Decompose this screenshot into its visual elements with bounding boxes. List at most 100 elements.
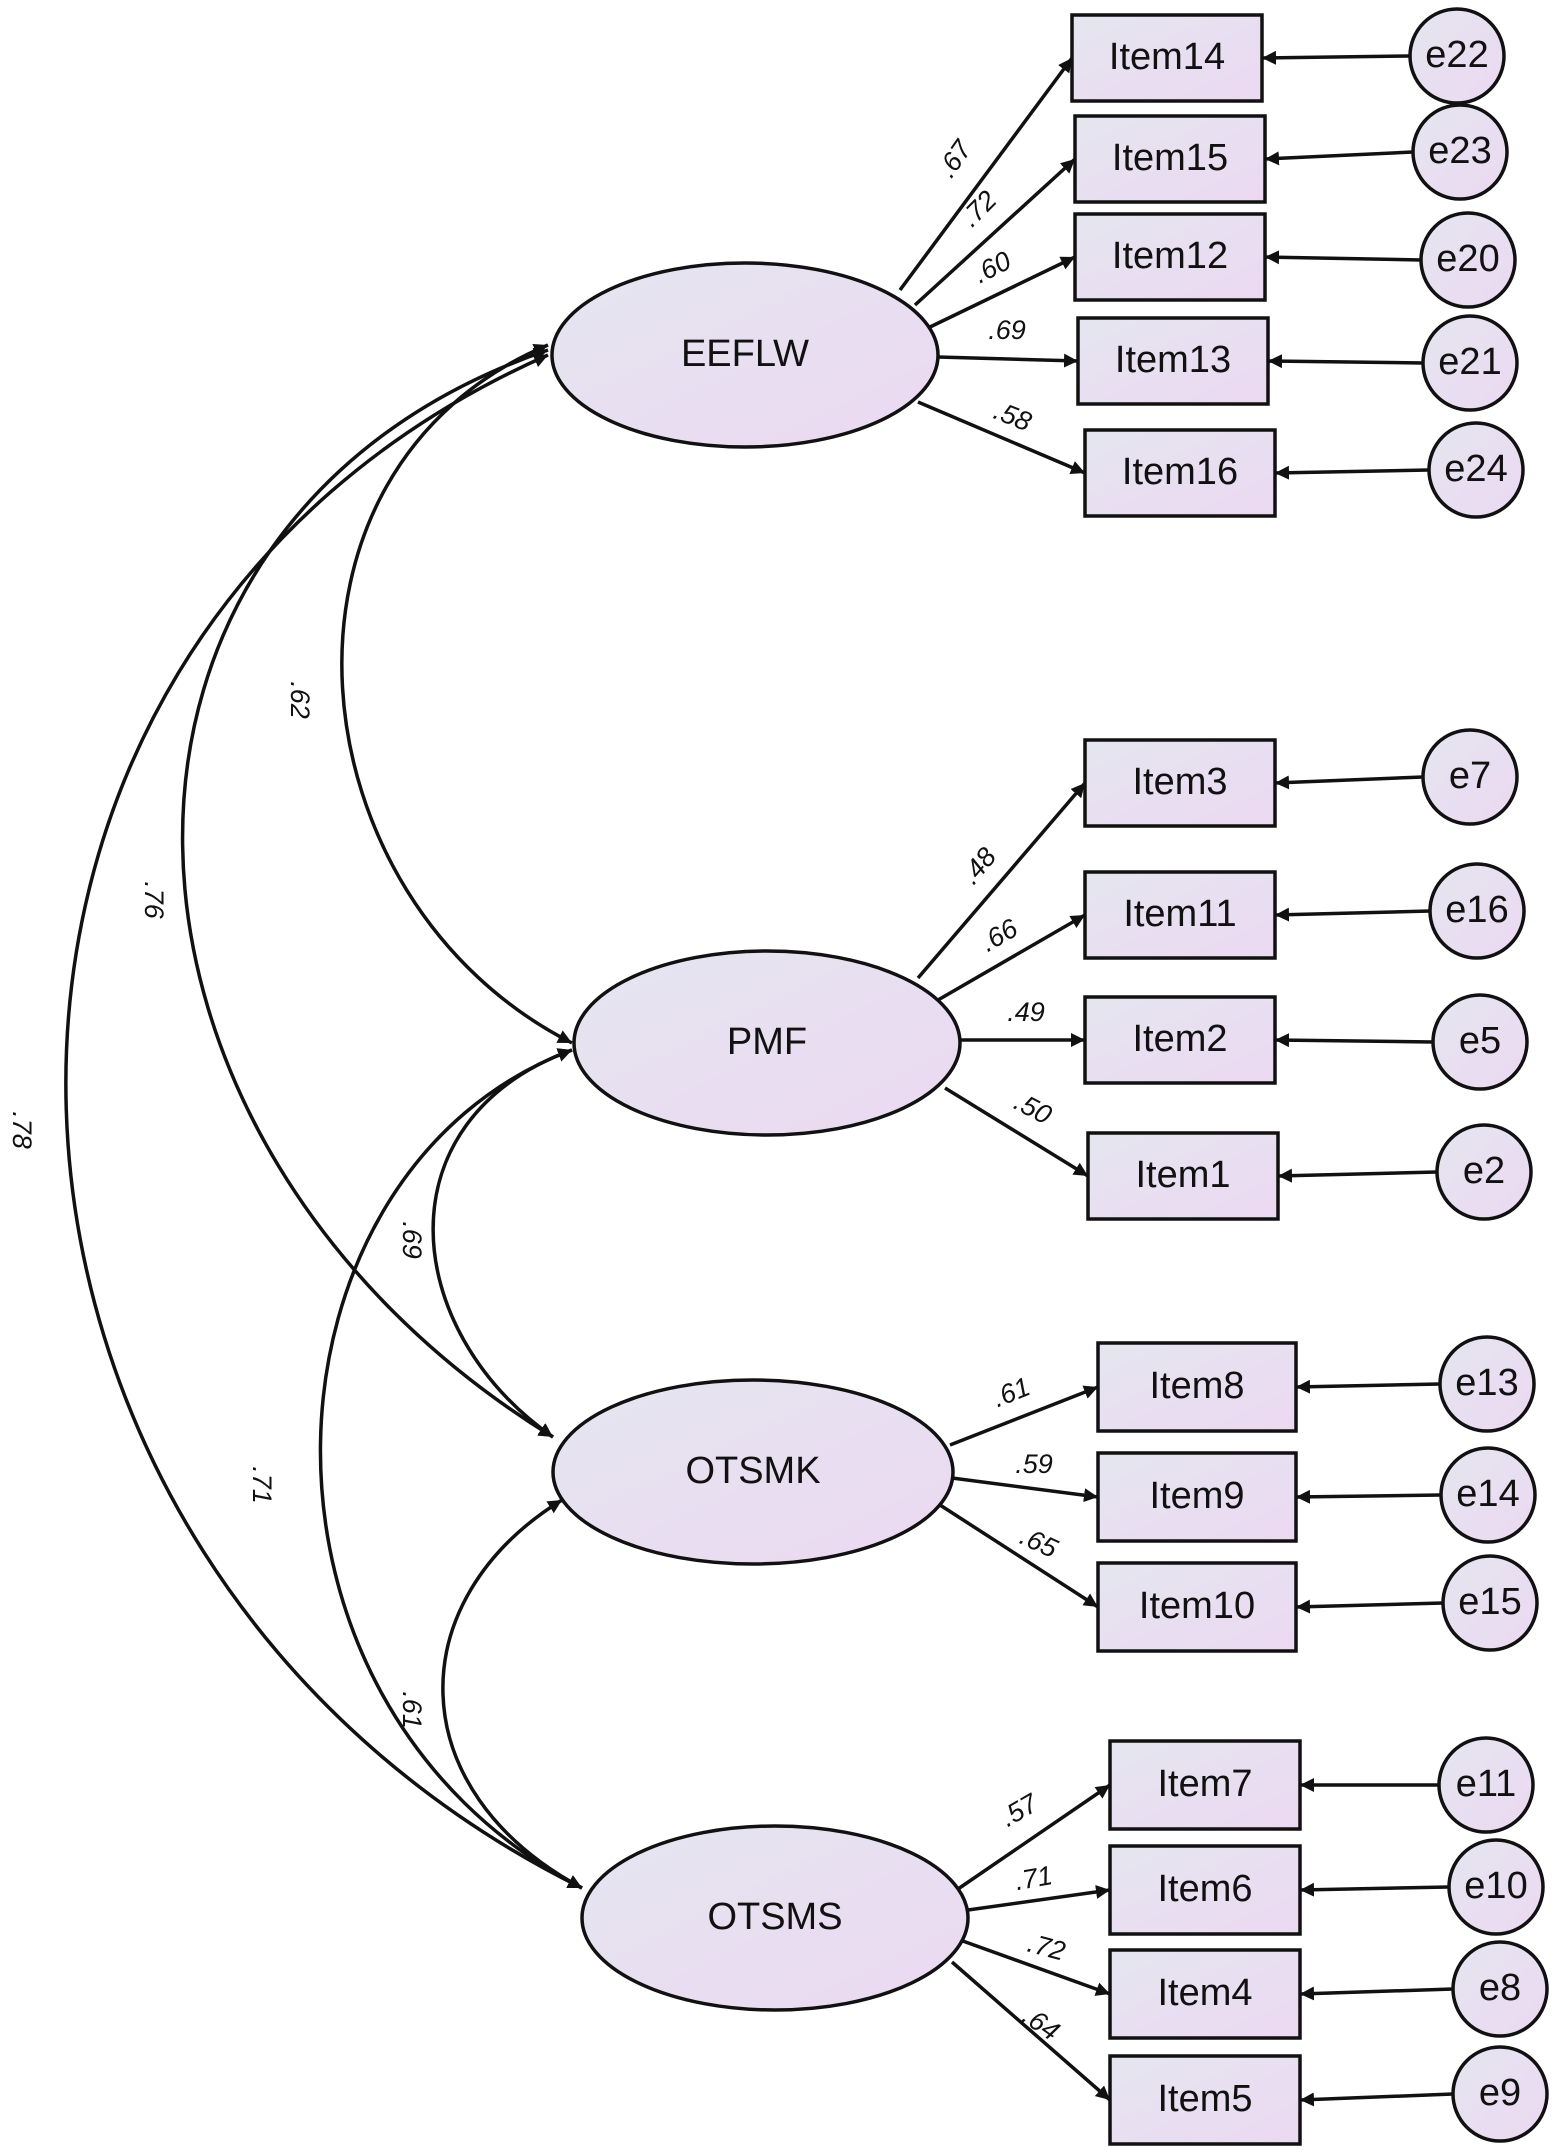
latent-label: EEFLW bbox=[681, 333, 809, 375]
error-path-e7 bbox=[1274, 775, 1424, 790]
error-path-e2 bbox=[1277, 1168, 1438, 1183]
correlation-label-pmf-otsms: .71 bbox=[247, 1466, 277, 1504]
error-circle bbox=[1451, 1940, 1549, 2038]
error-label: e10 bbox=[1464, 1865, 1527, 1907]
latent-ellipse bbox=[551, 1378, 955, 1566]
latent-label: OTSMK bbox=[685, 1450, 820, 1492]
item-box-item2: Item2 bbox=[1083, 995, 1277, 1085]
error-node-e21: e21 bbox=[1421, 314, 1519, 412]
item-rect bbox=[1070, 13, 1264, 103]
item-rect bbox=[1096, 1561, 1298, 1653]
loading-path-item16 bbox=[917, 400, 1086, 475]
item-box-item12: Item12 bbox=[1073, 212, 1267, 302]
error-circle bbox=[1408, 7, 1506, 105]
error-node-e16: e16 bbox=[1428, 862, 1526, 960]
error-label: e23 bbox=[1428, 130, 1491, 172]
item-label: Item7 bbox=[1157, 1763, 1252, 1805]
error-label: e8 bbox=[1479, 1967, 1521, 2009]
error-label: e22 bbox=[1425, 34, 1488, 76]
error-circle bbox=[1447, 1838, 1545, 1936]
error-node-e20: e20 bbox=[1419, 211, 1517, 309]
error-path-e20 bbox=[1264, 250, 1422, 265]
loading-path-item9 bbox=[951, 1476, 1099, 1503]
loading-label-item15: .72 bbox=[955, 185, 1003, 233]
item-rect bbox=[1086, 1131, 1280, 1221]
item-label: Item11 bbox=[1123, 893, 1236, 935]
error-path-e13 bbox=[1295, 1379, 1441, 1394]
item-box-item15: Item15 bbox=[1073, 114, 1267, 204]
item-label: Item1 bbox=[1135, 1154, 1230, 1196]
item-box-item5: Item5 bbox=[1108, 2054, 1302, 2146]
error-node-e5: e5 bbox=[1431, 993, 1529, 1091]
correlation-pmf-otsms bbox=[318, 1048, 583, 1890]
item-box-item7: Item7 bbox=[1108, 1739, 1302, 1831]
loading-path-item12 bbox=[929, 255, 1076, 329]
error-path-e8 bbox=[1299, 1986, 1454, 2001]
item-box-item9: Item9 bbox=[1096, 1451, 1298, 1543]
error-circle bbox=[1437, 1736, 1535, 1834]
correlation-eeflw-otsms bbox=[64, 353, 583, 1890]
error-circle bbox=[1421, 728, 1519, 826]
correlation-label-eeflw-otsmk: .76 bbox=[139, 881, 169, 920]
error-path-e14 bbox=[1295, 1489, 1442, 1504]
loading-label-item4: .72 bbox=[1024, 1928, 1068, 1967]
error-node-e2: e2 bbox=[1435, 1123, 1533, 1221]
item-rect bbox=[1073, 114, 1267, 204]
item-rect bbox=[1096, 1341, 1298, 1433]
latent-otsmk: OTSMK bbox=[551, 1378, 955, 1566]
error-circle bbox=[1428, 862, 1526, 960]
loading-label-item11: .66 bbox=[975, 913, 1023, 958]
correlation-otsmk-otsms bbox=[441, 1498, 583, 1890]
error-circle bbox=[1431, 993, 1529, 1091]
loading-path-item7 bbox=[957, 1783, 1111, 1891]
item-box-item16: Item16 bbox=[1083, 428, 1277, 518]
item-label: Item4 bbox=[1157, 1972, 1252, 2014]
error-path-e9 bbox=[1299, 2092, 1454, 2107]
error-label: e15 bbox=[1458, 1581, 1521, 1623]
loading-path-item10 bbox=[939, 1503, 1099, 1609]
loading-path-item5 bbox=[950, 1960, 1112, 2102]
loading-path-item13 bbox=[937, 353, 1079, 368]
latent-label: PMF bbox=[727, 1021, 807, 1063]
loading-path-item8 bbox=[949, 1385, 1099, 1447]
item-rect bbox=[1083, 428, 1277, 518]
item-rect bbox=[1083, 870, 1277, 960]
correlation-label-otsmk-otsms: .61 bbox=[397, 1691, 427, 1729]
latent-label: OTSMS bbox=[707, 1896, 842, 1938]
error-node-e11: e11 bbox=[1437, 1736, 1535, 1834]
error-circle bbox=[1421, 314, 1519, 412]
loading-path-item6 bbox=[967, 1885, 1111, 1912]
item-rect bbox=[1108, 1844, 1302, 1936]
error-label: e13 bbox=[1455, 1362, 1518, 1404]
error-path-e24 bbox=[1274, 465, 1430, 480]
error-node-e7: e7 bbox=[1421, 728, 1519, 826]
item-label: Item9 bbox=[1149, 1475, 1244, 1517]
error-label: e7 bbox=[1449, 755, 1491, 797]
item-label: Item16 bbox=[1122, 451, 1238, 493]
item-label: Item13 bbox=[1115, 339, 1231, 381]
item-label: Item14 bbox=[1109, 36, 1225, 78]
item-box-item6: Item6 bbox=[1108, 1844, 1302, 1936]
error-label: e2 bbox=[1463, 1150, 1505, 1192]
error-circle bbox=[1441, 1554, 1539, 1652]
loading-path-item3 bbox=[916, 781, 1087, 980]
error-circle bbox=[1419, 211, 1517, 309]
item-label: Item15 bbox=[1112, 137, 1228, 179]
loading-label-item7: .57 bbox=[995, 1788, 1043, 1833]
loading-label-item2: .49 bbox=[1007, 997, 1045, 1027]
correlation-eeflw-pmf bbox=[340, 343, 573, 1045]
error-node-e10: e10 bbox=[1447, 1838, 1545, 1936]
item-box-item3: Item3 bbox=[1083, 738, 1277, 828]
error-label: e24 bbox=[1444, 448, 1507, 490]
item-box-item8: Item8 bbox=[1096, 1341, 1298, 1433]
correlation-pmf-otsmk bbox=[431, 1048, 573, 1439]
item-label: Item2 bbox=[1132, 1018, 1227, 1060]
error-node-e8: e8 bbox=[1451, 1940, 1549, 2038]
loading-label-item13: .69 bbox=[988, 315, 1026, 345]
error-node-e22: e22 bbox=[1408, 7, 1506, 105]
correlation-label-pmf-otsmk: .69 bbox=[397, 1221, 427, 1259]
loading-label-item12: .60 bbox=[969, 245, 1016, 289]
error-label: e21 bbox=[1438, 341, 1501, 383]
correlation-label-eeflw-pmf: .62 bbox=[285, 681, 315, 719]
